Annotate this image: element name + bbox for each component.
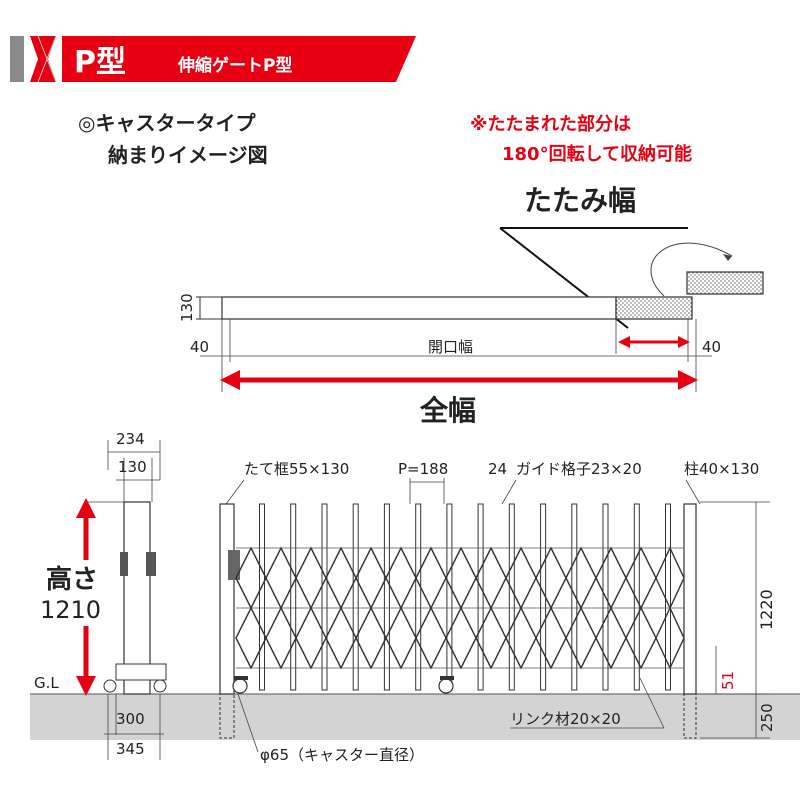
header-left-chevron xyxy=(30,36,56,82)
post-label: 柱40×130 xyxy=(684,460,759,478)
link-label: リンク材20×20 xyxy=(510,710,621,728)
ground-band xyxy=(30,694,800,740)
side-post xyxy=(123,501,151,695)
gate-bar xyxy=(383,503,390,691)
header-code: P型 xyxy=(74,45,126,80)
lattice-diamond xyxy=(625,546,657,610)
plan-opening-label: 開口幅 xyxy=(428,338,473,356)
gate-vertical-bars xyxy=(259,503,671,691)
side-caster-right xyxy=(153,679,167,693)
lattice-diamond xyxy=(595,606,627,670)
front-post-right-embed xyxy=(683,693,697,739)
rotation-arc xyxy=(650,242,733,297)
caption-line-1: ◎キャスタータイプ xyxy=(78,111,256,135)
gate-bar xyxy=(508,503,515,691)
note-line-1: ※たたまれた部分は xyxy=(470,113,631,135)
plan-right-margin-label: 40 xyxy=(702,338,721,356)
total-width-label: 全幅 xyxy=(419,394,476,427)
front-view: たて框55×130 P=188 24 ガイド格子23×20 柱40×130 xyxy=(219,460,776,764)
gate-bar xyxy=(633,503,640,691)
plan-gate-bar xyxy=(221,296,617,320)
lattice-diamond xyxy=(355,546,387,610)
lattice-diamond xyxy=(595,546,627,610)
caption-line-2: 納まりイメージ図 xyxy=(108,143,268,167)
side-top-dim-label: 234 xyxy=(116,430,145,448)
front-caster-left xyxy=(232,678,248,694)
side-bottom-dim-label: 345 xyxy=(116,740,145,758)
guide-label: ガイド格子23×20 xyxy=(516,460,642,478)
gate-bar xyxy=(415,503,422,691)
frame-label: たて框55×130 xyxy=(244,460,349,478)
plan-folded-section xyxy=(615,296,693,320)
caster-label: φ65（キャスター直径） xyxy=(260,746,424,764)
header-subtitle: 伸縮ゲートP型 xyxy=(177,55,292,76)
note-line-2: 180°回転して収納可能 xyxy=(502,143,692,165)
gate-link-lattice xyxy=(235,546,685,670)
header-band: P型 伸縮ゲートP型 xyxy=(10,35,416,83)
header-gray-strip xyxy=(10,36,24,82)
clearance-label: 51 xyxy=(719,671,737,690)
gate-bar xyxy=(571,503,578,691)
front-height-dim-label: 1220 xyxy=(757,589,776,630)
front-post-right xyxy=(683,503,697,695)
header-red-band xyxy=(62,36,416,82)
lattice-diamond xyxy=(565,546,597,610)
lattice-diamond xyxy=(655,606,685,670)
height-value: 1210 xyxy=(40,596,101,624)
lattice-diamond xyxy=(325,546,357,610)
height-word: 高さ xyxy=(46,564,98,595)
lattice-diamond xyxy=(325,606,357,670)
gap-label: 24 xyxy=(488,460,507,478)
gate-bar xyxy=(477,503,484,691)
side-caster-left xyxy=(103,679,117,693)
gate-bar xyxy=(259,503,265,691)
gate-bar xyxy=(352,503,359,691)
lattice-diamond xyxy=(355,606,387,670)
front-caster-mid xyxy=(438,678,454,694)
plan-depth-label: 130 xyxy=(178,293,196,322)
side-view: 234 130 高さ 1210 G.L 300 345 xyxy=(34,430,167,760)
gate-bar xyxy=(446,503,453,691)
gate-bar xyxy=(321,503,328,691)
lattice-diamond xyxy=(625,606,657,670)
lattice-diamond xyxy=(385,546,417,610)
lattice-diamond xyxy=(385,606,417,670)
ground-label: G.L xyxy=(34,674,59,692)
front-frame-left xyxy=(219,503,235,695)
front-frame-left-embed xyxy=(219,693,235,739)
fold-width-label: たたみ幅 xyxy=(524,184,636,217)
side-base-dim-label: 300 xyxy=(116,710,145,728)
lattice-diamond xyxy=(565,606,597,670)
plan-view: たたみ幅 130 40 開口幅 40 全幅 xyxy=(178,184,764,427)
plan-left-margin-label: 40 xyxy=(190,338,209,356)
front-embed-dim-label: 250 xyxy=(758,703,776,732)
pitch-label: P=188 xyxy=(398,460,448,478)
plan-rotated-section xyxy=(686,271,764,295)
gate-bar xyxy=(290,503,297,691)
lattice-diamond xyxy=(655,546,685,610)
side-post-dim-label: 130 xyxy=(118,458,147,476)
